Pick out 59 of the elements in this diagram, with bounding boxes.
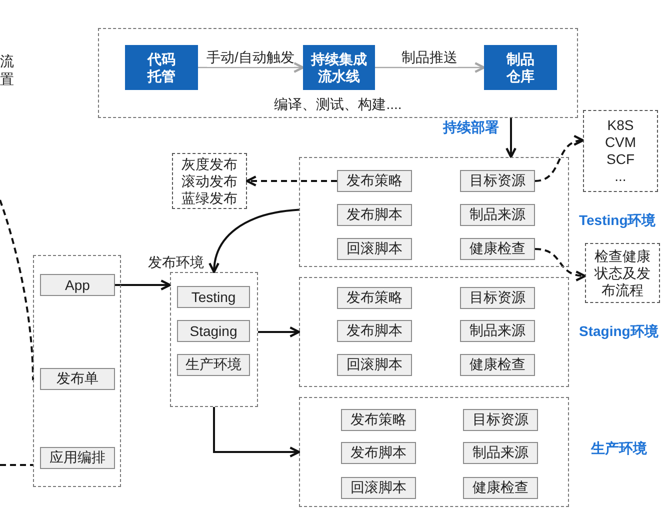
item-box: 发布脚本 [341, 442, 416, 464]
environment-label: Staging环境 [579, 323, 658, 341]
item-box: 发布单 [40, 368, 115, 390]
item-box: 发布脚本 [337, 320, 412, 342]
item-box: 应用编排 [40, 447, 115, 469]
group-box [33, 255, 121, 487]
item-box: Testing [177, 286, 250, 308]
item-box: 制品来源 [460, 204, 535, 226]
item-box: 发布策略 [337, 287, 412, 309]
list-item: K8S [607, 117, 634, 134]
list-item: ... [614, 168, 626, 185]
arrow [506, 118, 516, 158]
list-item: CVM [604, 134, 636, 151]
item-box: 回滚脚本 [337, 354, 412, 376]
item-box: 发布策略 [341, 409, 416, 431]
note-text: 流置 [0, 52, 15, 88]
item-box: 回滚脚本 [337, 238, 412, 260]
item-box: 健康检查 [460, 354, 535, 376]
item-box: App [40, 274, 115, 296]
edge-label: 手动/自动触发 [206, 48, 294, 66]
item-box: 发布策略 [337, 170, 412, 192]
list-item: SCF [606, 151, 634, 168]
environment-label: 生产环境 [591, 440, 647, 458]
arrow [246, 176, 337, 186]
item-box: 健康检查 [460, 238, 535, 260]
item-box: 回滚脚本 [341, 477, 416, 499]
arrow [375, 62, 486, 73]
item-box: 制品来源 [463, 442, 538, 464]
line [0, 200, 34, 380]
item-box: Staging [177, 320, 250, 342]
arrow [115, 280, 172, 290]
note-box: 检查健康状态及发布流程 [585, 243, 660, 303]
process-box: 制品仓库 [484, 45, 557, 90]
arrow [534, 248, 586, 281]
arrow [534, 136, 584, 182]
item-box: 制品来源 [460, 320, 535, 342]
line [0, 464, 33, 466]
item-box: 发布脚本 [337, 204, 412, 226]
list-item: 蓝绿发布 [182, 190, 238, 206]
arrow [258, 326, 300, 338]
item-box: 目标资源 [463, 409, 538, 431]
edge-label: 持续部署 [442, 118, 499, 136]
item-box: 健康检查 [463, 477, 538, 499]
item-box: 目标资源 [460, 287, 535, 309]
process-box: 持续集成流水线 [303, 45, 375, 90]
item-box: 目标资源 [460, 170, 535, 192]
list-item: 滚动发布 [182, 172, 238, 190]
arrow [213, 407, 300, 458]
arrow [209, 208, 300, 274]
caption-text: 编译、测试、构建.... [274, 96, 402, 114]
list-item: 灰度发布 [182, 156, 238, 172]
arrow [198, 62, 304, 73]
note-box [172, 153, 247, 209]
group-heading: 发布环境 [148, 254, 204, 272]
item-box: 生产环境 [177, 354, 250, 376]
note-box [583, 110, 658, 192]
environment-label: Testing环境 [579, 212, 656, 230]
edge-label: 制品推送 [402, 48, 458, 66]
process-box: 代码托管 [125, 45, 198, 90]
